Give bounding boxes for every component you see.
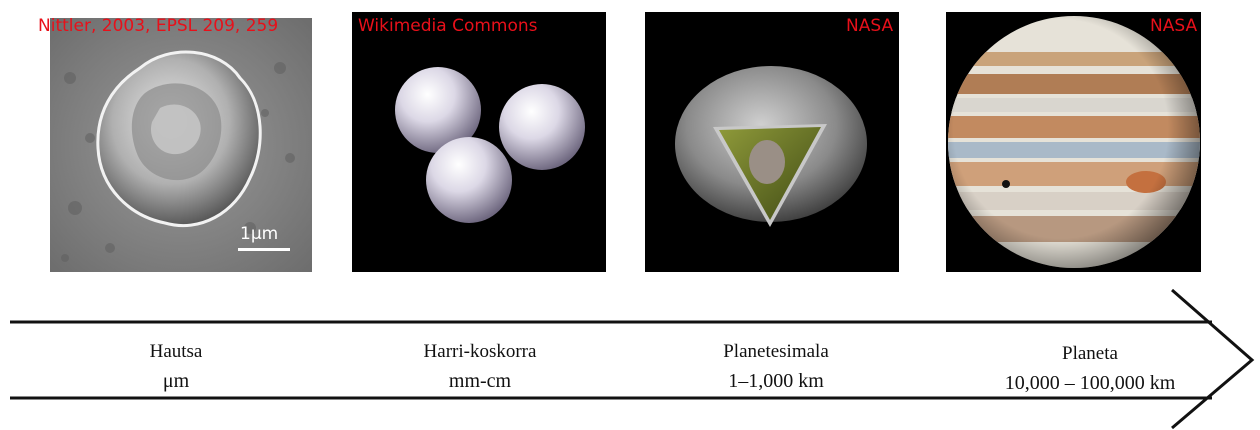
pebbles-illustration [352, 12, 606, 272]
scale-label: 1μm [240, 224, 279, 244]
stage-name: Harri-koskorra [423, 341, 537, 362]
stage-size: 10,000 – 100,000 km [1004, 372, 1176, 394]
pebble [426, 137, 512, 223]
stage-planet: Planeta 10,000 – 100,000 km [950, 342, 1230, 396]
stage-name: Planetesimala [723, 341, 829, 362]
planetesimal-image [645, 12, 899, 272]
stage-dust: Hautsa μm [46, 340, 306, 394]
pebble [395, 67, 481, 153]
stage-pebbles: Harri-koskorra mm-cm [350, 340, 610, 394]
stage-size: mm-cm [448, 370, 512, 392]
stage-size: μm [162, 370, 190, 392]
arrow-head [1171, 288, 1255, 430]
stage-name: Planeta [1062, 343, 1118, 364]
dust-grain-image: 1μm [50, 18, 312, 272]
stage-size: 1–1,000 km [728, 370, 824, 392]
pebbles-image [352, 12, 606, 272]
stage-planetesimal: Planetesimala 1–1,000 km [646, 340, 906, 394]
planet-illustration [946, 12, 1201, 272]
planetesimal-illustration [645, 12, 899, 272]
planet-image [946, 12, 1201, 272]
image-credit: Nittler, 2003, EPSL 209, 259 [38, 16, 279, 36]
image-credit: NASA [1150, 16, 1198, 36]
image-credit: NASA [846, 16, 894, 36]
stage-name: Hautsa [149, 341, 203, 362]
scale-bar [238, 248, 290, 251]
image-credit: Wikimedia Commons [358, 16, 538, 36]
dust-grain-illustration [50, 18, 312, 272]
pebble [499, 84, 585, 170]
